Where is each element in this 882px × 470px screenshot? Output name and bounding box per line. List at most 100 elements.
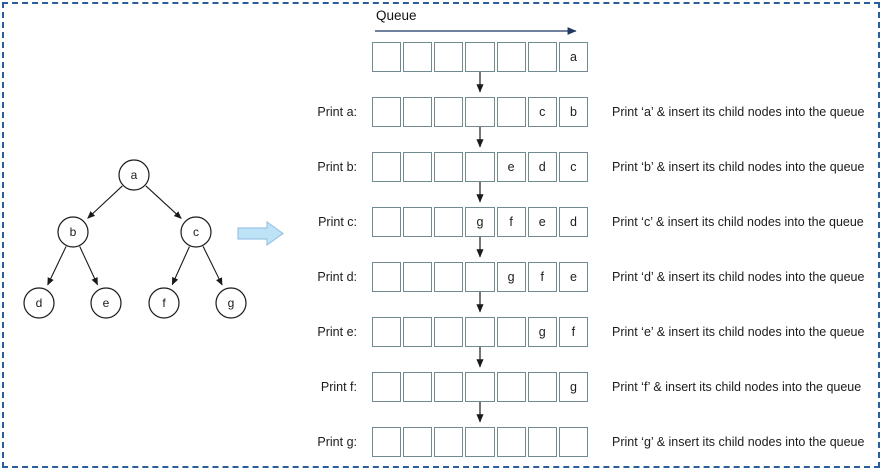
queue-cell bbox=[434, 317, 464, 347]
queue-cell bbox=[434, 152, 464, 182]
queue-cell bbox=[403, 97, 433, 127]
tree-node-label: e bbox=[103, 296, 110, 310]
queue-step-note: Print ‘g’ & insert its child nodes into … bbox=[612, 435, 865, 449]
queue-cell bbox=[372, 427, 402, 457]
queue-cell bbox=[558, 427, 588, 457]
queue-cell bbox=[403, 152, 433, 182]
queue-cell: g bbox=[527, 317, 557, 347]
tree-node-label: f bbox=[162, 296, 166, 310]
queue-cell bbox=[496, 317, 526, 347]
tree-node-circle bbox=[90, 287, 122, 319]
tree-edge bbox=[47, 246, 67, 286]
queue-cell bbox=[465, 372, 495, 402]
queue-step-note: Print ‘c’ & insert its child nodes into … bbox=[612, 215, 864, 229]
queue-step-note: Print ‘e’ & insert its child nodes into … bbox=[612, 325, 865, 339]
tree-edge bbox=[79, 246, 99, 286]
queue-cell bbox=[465, 152, 495, 182]
queue-cell bbox=[434, 427, 464, 457]
block-arrow-icon bbox=[237, 220, 285, 247]
queue-cell bbox=[465, 97, 495, 127]
queue-step-note: Print ‘d’ & insert its child nodes into … bbox=[612, 270, 865, 284]
queue-cell bbox=[434, 97, 464, 127]
queue-row: g bbox=[372, 372, 588, 402]
tree-node-label: d bbox=[36, 296, 43, 310]
queue-step-label: Print f: bbox=[320, 380, 357, 394]
queue-cell: g bbox=[496, 262, 526, 292]
queue-cell bbox=[372, 152, 402, 182]
queue-cell bbox=[465, 427, 495, 457]
queue-cell bbox=[527, 42, 557, 72]
queue-cell bbox=[403, 262, 433, 292]
queue-step-note: Print ‘a’ & insert its child nodes into … bbox=[612, 105, 865, 119]
tree-node: e bbox=[90, 287, 122, 319]
queue-cell bbox=[403, 207, 433, 237]
queue-step-label: Print b: bbox=[317, 160, 357, 174]
queue-cell bbox=[372, 317, 402, 347]
queue-cell: e bbox=[527, 207, 557, 237]
queue-step-label: Print c: bbox=[318, 215, 357, 229]
tree-node-label: a bbox=[131, 168, 138, 182]
queue-cell bbox=[465, 42, 495, 72]
queue-step-note: Print ‘b’ & insert its child nodes into … bbox=[612, 160, 865, 174]
binary-tree: a b c d e f g bbox=[23, 159, 247, 319]
queue-cell: d bbox=[527, 152, 557, 182]
tree-node-circle bbox=[23, 287, 55, 319]
tree-node-label: g bbox=[228, 296, 235, 310]
tree-node: f bbox=[148, 287, 180, 319]
queue-cell bbox=[496, 427, 526, 457]
tree-node-label: c bbox=[193, 225, 199, 239]
queue-cell bbox=[403, 42, 433, 72]
queue-cell bbox=[527, 427, 557, 457]
tree-node: d bbox=[23, 287, 55, 319]
tree-node: c bbox=[180, 216, 212, 248]
queue-cell bbox=[496, 372, 526, 402]
queue-step-label: Print d: bbox=[317, 270, 357, 284]
tree-edge bbox=[202, 246, 223, 286]
tree-node: a bbox=[118, 159, 150, 191]
tree-to-queue-arrow-icon bbox=[237, 220, 285, 247]
queue-cell bbox=[465, 262, 495, 292]
queue-cell bbox=[372, 42, 402, 72]
queue-label: Queue bbox=[376, 8, 417, 23]
queue-cell bbox=[465, 317, 495, 347]
queue-cell: c bbox=[527, 97, 557, 127]
queue-cell: e bbox=[496, 152, 526, 182]
queue-cell bbox=[496, 42, 526, 72]
queue-cell bbox=[372, 97, 402, 127]
queue-cell: g bbox=[465, 207, 495, 237]
queue-cell bbox=[372, 372, 402, 402]
tree-node-circle bbox=[180, 216, 212, 248]
queue-cell: d bbox=[558, 207, 588, 237]
queue-cell bbox=[434, 207, 464, 237]
tree-edge bbox=[171, 246, 190, 286]
queue-cell: g bbox=[558, 372, 588, 402]
queue-step-label: Print g: bbox=[317, 435, 357, 449]
tree-node-circle bbox=[148, 287, 180, 319]
queue-cell bbox=[403, 317, 433, 347]
queue-step-note: Print ‘f’ & insert its child nodes into … bbox=[612, 380, 862, 394]
queue-cell bbox=[434, 262, 464, 292]
queue-cell bbox=[434, 42, 464, 72]
queue-cell bbox=[434, 372, 464, 402]
tree-node-circle bbox=[118, 159, 150, 191]
queue-cell: e bbox=[558, 262, 588, 292]
tree-node-circle bbox=[215, 287, 247, 319]
queue-cell bbox=[496, 97, 526, 127]
queue-cell bbox=[527, 372, 557, 402]
tree-node-circle bbox=[57, 216, 89, 248]
tree-edge bbox=[145, 185, 182, 219]
queue-cell: a bbox=[558, 42, 588, 72]
tree-node: b bbox=[57, 216, 89, 248]
tree-edge bbox=[87, 185, 123, 219]
queue-cell: b bbox=[558, 97, 588, 127]
queue-cell bbox=[403, 372, 433, 402]
tree-node-label: b bbox=[70, 225, 77, 239]
queue-cell: c bbox=[558, 152, 588, 182]
queue-cell bbox=[372, 207, 402, 237]
